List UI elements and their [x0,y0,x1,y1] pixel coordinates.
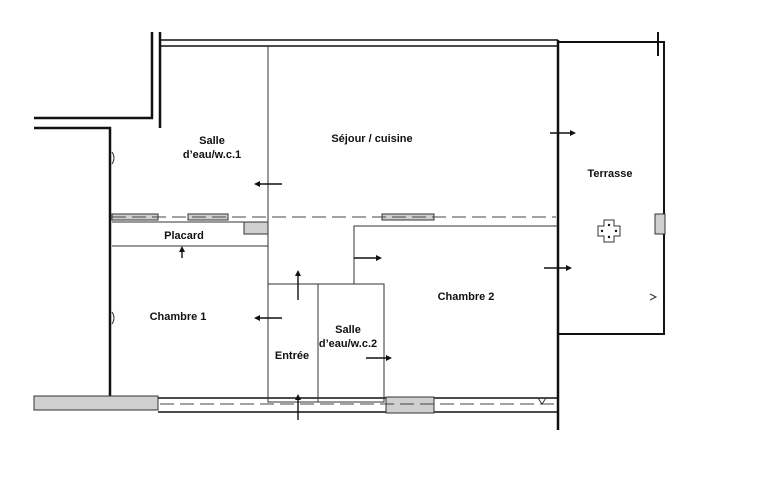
room-label-terrasse: Terrasse [587,168,632,180]
table-icon [597,219,621,243]
arrow-icon [179,130,576,420]
room-label-salle-eau-1-line2: d’eau/w.c.1 [183,149,241,161]
terrasse-area [557,32,666,335]
outer-walls [33,32,560,430]
room-label-chambre-1: Chambre 1 [150,311,207,323]
room-label-salle-eau-2-line2: d’eau/w.c.2 [319,338,377,350]
room-label-placard: Placard [164,230,204,242]
room-label-sejour: Séjour / cuisine [331,133,412,145]
room-label-salle-eau-1-line1: Salle [199,135,225,147]
interior-walls [111,46,558,403]
door-swing-icon [111,151,658,405]
room-label-chambre-2: Chambre 2 [438,291,495,303]
room-label-entree: Entrée [275,350,309,362]
room-label-salle-eau-2-line1: Salle [335,324,361,336]
